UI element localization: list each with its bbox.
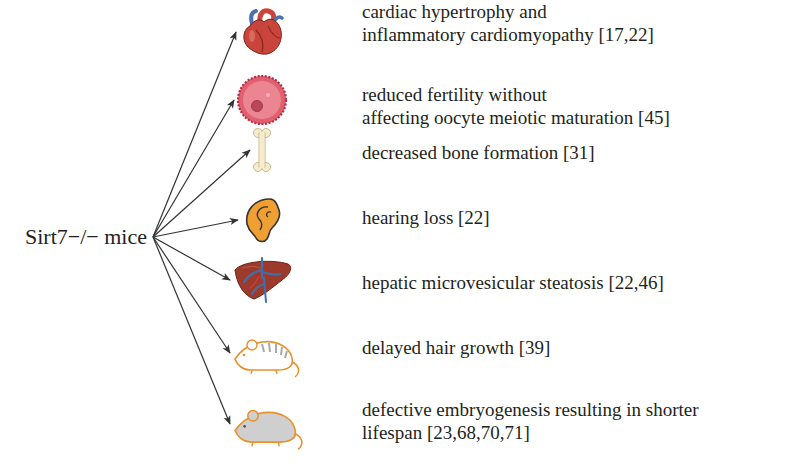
phenotype-text: decreased bone formation [31] (362, 141, 707, 164)
phenotype-item: cardiac hypertrophy and inflammatory car… (238, 0, 780, 46)
phenotype-item: delayed hair growth [39] (232, 336, 683, 359)
bone-icon (254, 129, 271, 172)
arrow-connector (153, 150, 250, 237)
phenotype-item: decreased bone formation [31] (252, 141, 707, 164)
mouse-icon (235, 340, 299, 377)
phenotype-item: hearing loss [22] (240, 206, 614, 229)
arrow-connector (153, 237, 230, 424)
arrow-connector (153, 100, 234, 237)
phenotype-item: defective embryogenesis resulting in sho… (232, 398, 800, 444)
phenotype-text: reduced fertility without affecting oocy… (362, 83, 798, 129)
arrow-connector (153, 237, 230, 280)
phenotype-item: reduced fertility without affecting oocy… (236, 83, 798, 129)
oocyte-icon (238, 76, 286, 124)
phenotype-text: cardiac hypertrophy and inflammatory car… (362, 0, 780, 46)
arrow-connector (153, 237, 230, 353)
ear-icon (247, 199, 280, 242)
liver-icon (235, 258, 291, 302)
phenotype-text: hearing loss [22] (362, 206, 614, 229)
arrow-connector (153, 32, 236, 237)
heart-icon (244, 11, 282, 54)
source-text: Sirt7−/− mice (25, 224, 149, 250)
phenotype-item: hepatic microvesicular steatosis [22,46] (232, 271, 796, 294)
mouse-icon (235, 411, 302, 450)
arrow-connector (153, 220, 238, 237)
phenotype-text: delayed hair growth [39] (362, 336, 683, 359)
phenotype-text: hepatic microvesicular steatosis [22,46] (362, 271, 796, 294)
phenotype-text: defective embryogenesis resulting in sho… (362, 398, 800, 444)
source-label: Sirt7−/− mice (25, 224, 149, 250)
